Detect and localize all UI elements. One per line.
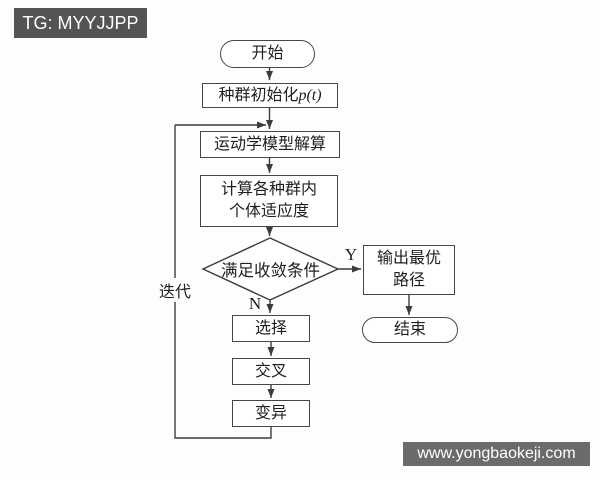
node-select-label: 选择 [254,319,287,337]
label-iteration: 迭代 [154,278,196,302]
node-decision-label: 满足收敛条件 [203,258,338,280]
node-select: 选择 [232,315,310,342]
yes-text: Y [344,245,358,264]
node-kinematics: 运动学模型解算 [200,131,340,158]
node-output: 输出最优 路径 [363,245,455,295]
watermark-top-left-text: TG: MYYJJPP [22,12,139,33]
node-kinematics-label: 运动学模型解算 [213,135,326,153]
node-fitness: 计算各种群内 个体适应度 [200,175,338,227]
no-text: N [248,294,262,313]
node-start: 开始 [220,40,315,68]
watermark-top-left: TG: MYYJJPP [14,8,147,38]
label-no: N [246,294,264,314]
node-fitness-line2: 个体适应度 [228,203,309,220]
node-end-label: 结束 [393,321,426,339]
node-output-line1: 输出最优 [376,250,441,268]
node-output-line2: 路径 [392,272,425,289]
node-start-label: 开始 [251,45,284,63]
node-fitness-line1: 计算各种群内 [220,181,317,199]
node-crossover-label: 交叉 [254,362,287,380]
decision-text: 满足收敛条件 [221,261,320,280]
watermark-bottom-right: www.yongbaokeji.com [403,442,590,466]
node-population-init-label: 种群初始化 [218,86,299,104]
node-mutation-label: 变异 [254,404,287,422]
node-end: 结束 [362,317,458,343]
watermark-bottom-right-text: www.yongbaokeji.com [417,445,576,462]
label-yes: Y [341,245,361,265]
node-population-init-math: p(t) [298,86,322,104]
node-mutation: 变异 [232,400,310,427]
node-crossover: 交叉 [232,358,310,385]
iteration-text: 迭代 [158,284,191,301]
